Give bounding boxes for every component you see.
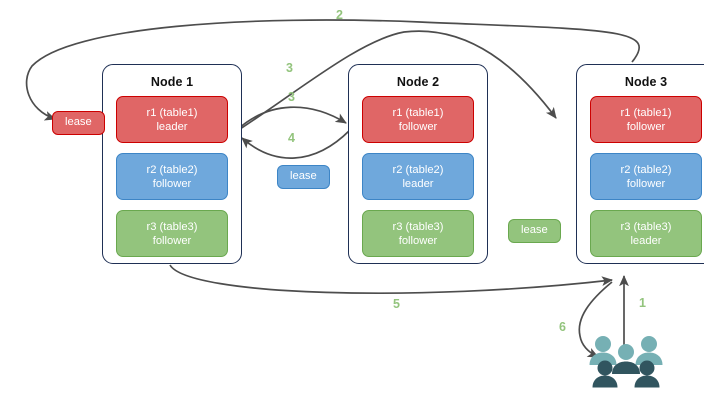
replica-chip-r1[interactable]: r1 (table1) follower (362, 96, 474, 143)
replica-name: r1 (table1) (620, 106, 672, 119)
node-container-3[interactable]: Node 3 r1 (table1) follower r2 (table2) … (576, 64, 704, 264)
replica-chip-r2[interactable]: r2 (table2) follower (590, 153, 702, 200)
step-label-5: 5 (393, 297, 400, 311)
replica-chip-r3[interactable]: r3 (table3) leader (590, 210, 702, 257)
step-label-2: 2 (336, 8, 343, 22)
replica-role: follower (626, 120, 666, 133)
step-label-4: 4 (288, 131, 295, 145)
replica-role: follower (152, 234, 192, 247)
step-label-1: 1 (639, 296, 646, 310)
replica-name: r3 (table3) (146, 220, 198, 233)
replica-role: leader (630, 234, 662, 247)
node-container-2[interactable]: Node 2 r1 (table1) follower r2 (table2) … (348, 64, 488, 264)
replica-name: r1 (table1) (146, 106, 198, 119)
lease-badge-node3[interactable]: lease (508, 219, 561, 243)
replica-role: leader (402, 177, 434, 190)
step-label-6: 6 (559, 320, 566, 334)
step-label-3-lower: 3 (288, 90, 295, 104)
replica-name: r3 (table3) (392, 220, 444, 233)
replica-chip-r1[interactable]: r1 (table1) leader (116, 96, 228, 143)
replica-chip-r3[interactable]: r3 (table3) follower (116, 210, 228, 257)
replica-name: r1 (table1) (392, 106, 444, 119)
edge-step-5 (169, 264, 614, 294)
replica-role: follower (398, 234, 438, 247)
edge-step-3-to-node2 (237, 106, 347, 130)
node-title: Node 1 (150, 75, 194, 89)
lease-badge-node1[interactable]: lease (52, 111, 105, 135)
node-container-1[interactable]: Node 1 r1 (table1) leader r2 (table2) fo… (102, 64, 242, 264)
users-group-icon (589, 336, 663, 388)
replica-chip-r2[interactable]: r2 (table2) follower (116, 153, 228, 200)
replica-list: r1 (table1) follower r2 (table2) followe… (577, 96, 704, 267)
replica-list: r1 (table1) leader r2 (table2) follower … (103, 96, 241, 267)
node-title: Node 2 (396, 75, 440, 89)
replica-role: leader (156, 120, 188, 133)
replica-name: r2 (table2) (620, 163, 672, 176)
replica-name: r2 (table2) (392, 163, 444, 176)
node-title: Node 3 (624, 75, 668, 89)
replica-role: follower (626, 177, 666, 190)
lease-badge-node2[interactable]: lease (277, 165, 330, 189)
replica-chip-r3[interactable]: r3 (table3) follower (362, 210, 474, 257)
replica-role: follower (398, 120, 438, 133)
step-label-3-upper: 3 (286, 61, 293, 75)
replica-list: r1 (table1) follower r2 (table2) leader … (349, 96, 487, 267)
replica-chip-r1[interactable]: r1 (table1) follower (590, 96, 702, 143)
replica-role: follower (152, 177, 192, 190)
replica-name: r3 (table3) (620, 220, 672, 233)
replica-chip-r2[interactable]: r2 (table2) leader (362, 153, 474, 200)
edge-step-4 (241, 129, 351, 159)
replica-name: r2 (table2) (146, 163, 198, 176)
